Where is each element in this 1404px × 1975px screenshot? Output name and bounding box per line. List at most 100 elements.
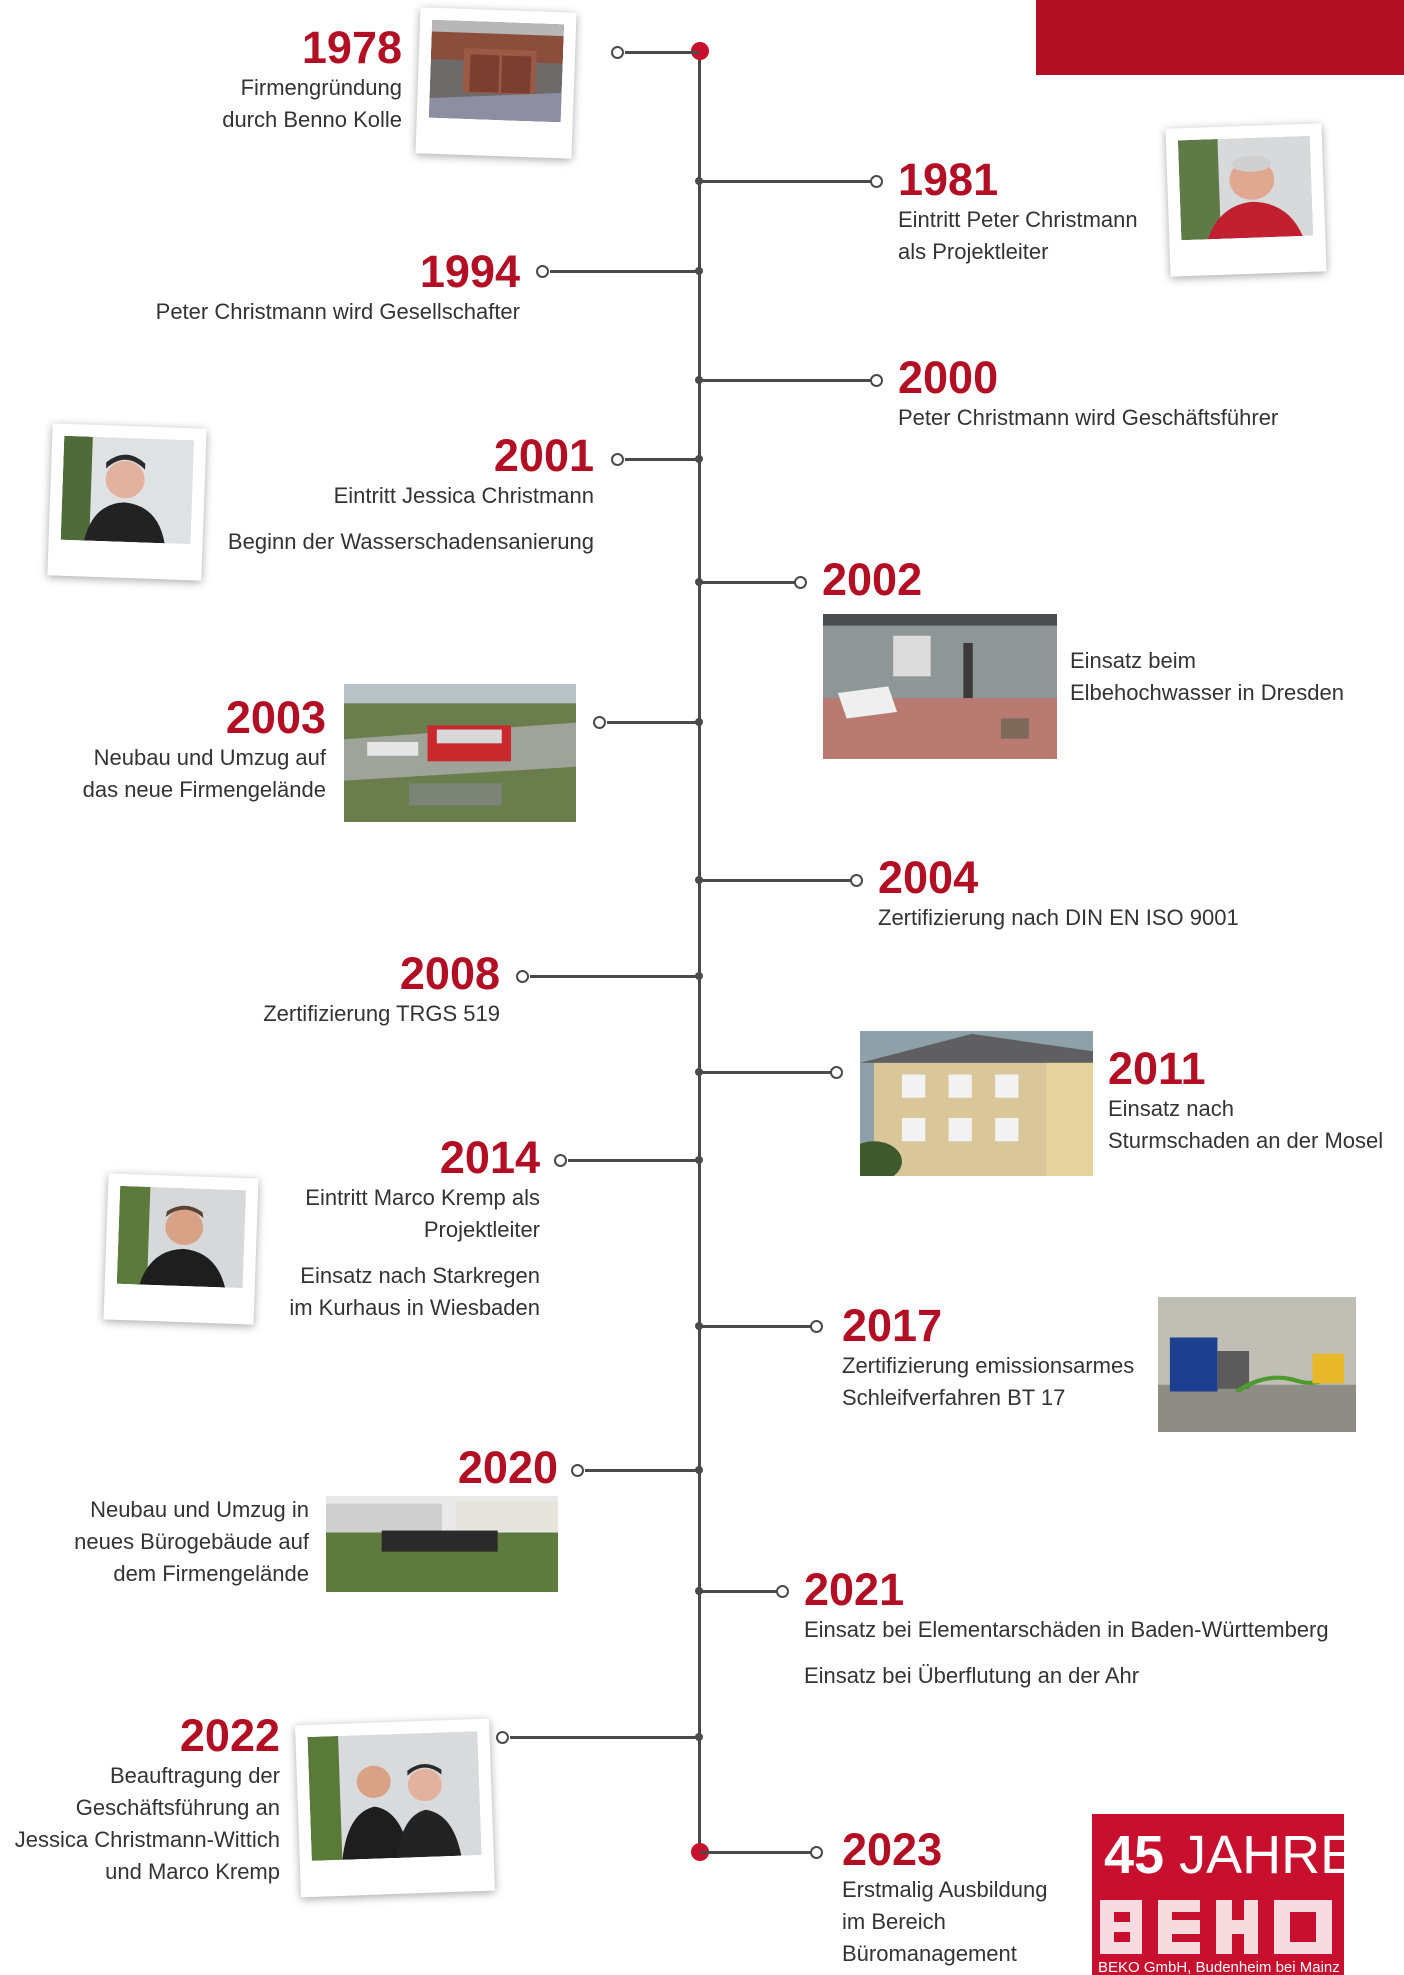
timeline-entry-2014: 2014 Eintritt Marco Kremp als Projektlei… xyxy=(220,1134,540,1324)
entry-text: das neue Firmengelände xyxy=(82,777,326,802)
entry-text: Neubau und Umzug auf xyxy=(93,745,326,770)
timeline-entry-1981: 1981 Eintritt Peter Christmann als Proje… xyxy=(898,156,1178,268)
entry-text: Zertifizierung emissionsarmes xyxy=(842,1353,1135,1378)
tick-2001 xyxy=(695,455,703,463)
connector-1981 xyxy=(700,180,872,183)
entry-text: Peter Christmann wird Gesellschafter xyxy=(155,299,520,324)
entry-text: Erstmalig Ausbildung xyxy=(842,1877,1048,1902)
entry-text: Einsatz bei Elementarschäden in Baden-Wü… xyxy=(804,1617,1329,1642)
connector-end-2000 xyxy=(870,374,883,387)
tick-2022 xyxy=(695,1733,703,1741)
entry-text: Elbehochwasser in Dresden xyxy=(1070,680,1344,705)
timeline-entry-2023: 2023 Erstmalig Ausbildung im Bereich Bür… xyxy=(842,1826,1082,1970)
entry-text: Jessica Christmann-Wittich xyxy=(14,1827,280,1852)
tick-2014 xyxy=(695,1156,703,1164)
timeline-entry-2004: 2004 Zertifizierung nach DIN EN ISO 9001 xyxy=(878,854,1298,934)
timeline-entry-2022: 2022 Beauftragung der Geschäftsführung a… xyxy=(0,1712,280,1888)
entry-text: Einsatz bei Überflutung an der Ahr xyxy=(804,1663,1140,1688)
connector-end-2004 xyxy=(850,874,863,887)
entry-text: Eintritt Marco Kremp als xyxy=(305,1185,540,1210)
connector-2020 xyxy=(585,1469,699,1472)
entry-text: Beauftragung der xyxy=(109,1763,280,1788)
entry-text: Eintritt Peter Christmann xyxy=(898,207,1138,232)
entry-year: 1994 xyxy=(419,246,520,297)
badge-number: 45 xyxy=(1104,1825,1165,1885)
entry-text: neues Bürogebäude auf xyxy=(74,1529,309,1554)
connector-end-2011 xyxy=(830,1066,843,1079)
tick-2000 xyxy=(695,376,703,384)
garage-photo xyxy=(415,7,577,159)
entry-text: dem Firmengelände xyxy=(113,1561,309,1586)
entry-text: Einsatz beim xyxy=(1070,648,1196,673)
entry-year: 2000 xyxy=(898,352,999,403)
connector-2002 xyxy=(700,581,796,584)
timeline-entry-1994: 1994 Peter Christmann wird Gesellschafte… xyxy=(100,248,520,328)
entry-text: Projektleiter xyxy=(423,1217,540,1242)
entry-year: 2011 xyxy=(1108,1043,1206,1094)
connector-2023 xyxy=(700,1851,812,1854)
entry-year: 2023 xyxy=(842,1824,943,1875)
connector-end-2017 xyxy=(810,1320,823,1333)
corner-accent-bar xyxy=(1036,0,1404,75)
connector-end-2023 xyxy=(810,1846,823,1859)
timeline-entry-2020: Neubau und Umzug in neues Bürogebäude au… xyxy=(29,1494,309,1590)
timeline-entry-2002: 2002 xyxy=(822,556,1022,604)
timeline-entry-2021: 2021 Einsatz bei Elementarschäden in Bad… xyxy=(804,1566,1364,1692)
tick-2008 xyxy=(695,972,703,980)
connector-end-2001 xyxy=(611,453,624,466)
connector-2022 xyxy=(510,1736,699,1739)
machines-photo xyxy=(1158,1297,1356,1432)
timeline-entry-2003: 2003 Neubau und Umzug auf das neue Firme… xyxy=(26,694,326,806)
tick-2003 xyxy=(695,718,703,726)
connector-2008 xyxy=(530,975,699,978)
entry-year: 2014 xyxy=(439,1132,540,1183)
entry-text: Eintritt Jessica Christmann xyxy=(333,483,594,508)
entry-year: 2021 xyxy=(804,1564,905,1615)
entry-text: Schleifverfahren BT 17 xyxy=(842,1385,1066,1410)
entry-text: Sturmschaden an der Mosel xyxy=(1108,1128,1384,1153)
entry-year: 2022 xyxy=(179,1710,280,1761)
timeline-entry-2011: 2011 Einsatz nach Sturmschaden an der Mo… xyxy=(1108,1045,1404,1157)
portrait-photo-2001 xyxy=(47,423,207,581)
connector-2017 xyxy=(700,1325,812,1328)
beko-logo-dots-icon xyxy=(1100,1900,1332,1954)
anniversary-badge: 45 JAHRE BEKO GmbH, Budenheim bei Mainz xyxy=(1092,1814,1344,1975)
connector-2004 xyxy=(700,879,852,882)
timeline-start-dot xyxy=(691,42,709,60)
badge-word: JAHRE xyxy=(1179,1825,1344,1885)
entry-year: 2004 xyxy=(878,852,979,903)
connector-2011 xyxy=(700,1071,832,1074)
connector-2001 xyxy=(625,458,699,461)
timeline-entry-2001: 2001 Eintritt Jessica Christmann Beginn … xyxy=(194,432,594,558)
connector-end-1978 xyxy=(611,46,624,59)
badge-title: 45 JAHRE xyxy=(1104,1826,1344,1884)
entry-year: 1981 xyxy=(898,154,999,205)
tick-2002 xyxy=(695,578,703,586)
timeline-entry-2020-year: 2020 xyxy=(258,1444,558,1492)
entry-text: im Kurhaus in Wiesbaden xyxy=(289,1295,540,1320)
connector-1994 xyxy=(550,270,699,273)
group-photo xyxy=(326,1496,558,1592)
connector-end-2021 xyxy=(776,1585,789,1598)
entry-2002-text: Einsatz beim Elbehochwasser in Dresden xyxy=(1070,645,1390,709)
portrait-photo-2014 xyxy=(103,1173,259,1325)
entry-year: 2017 xyxy=(842,1300,943,1351)
entry-text: Einsatz nach xyxy=(1108,1096,1234,1121)
connector-end-2002 xyxy=(794,576,807,589)
tick-1981 xyxy=(695,177,703,185)
connector-2021 xyxy=(700,1590,778,1593)
entry-year: 2003 xyxy=(225,692,326,743)
tick-2020 xyxy=(695,1466,703,1474)
connector-end-2022 xyxy=(496,1731,509,1744)
entry-text: Büromanagement xyxy=(842,1941,1017,1966)
timeline-entry-2000: 2000 Peter Christmann wird Geschäftsführ… xyxy=(898,354,1318,434)
entry-text: Peter Christmann wird Geschäftsführer xyxy=(898,405,1279,430)
entry-year: 2001 xyxy=(493,430,594,481)
entry-text: Geschäftsführung an xyxy=(75,1795,280,1820)
flooded-room-photo xyxy=(823,614,1057,759)
connector-end-2020 xyxy=(571,1464,584,1477)
connector-2014 xyxy=(568,1159,699,1162)
timeline-entry-2017: 2017 Zertifizierung emissionsarmes Schle… xyxy=(842,1302,1162,1414)
timeline-entry-1978: 1978 Firmengründung durch Benno Kolle xyxy=(142,24,402,136)
entry-text: und Marco Kremp xyxy=(105,1859,280,1884)
